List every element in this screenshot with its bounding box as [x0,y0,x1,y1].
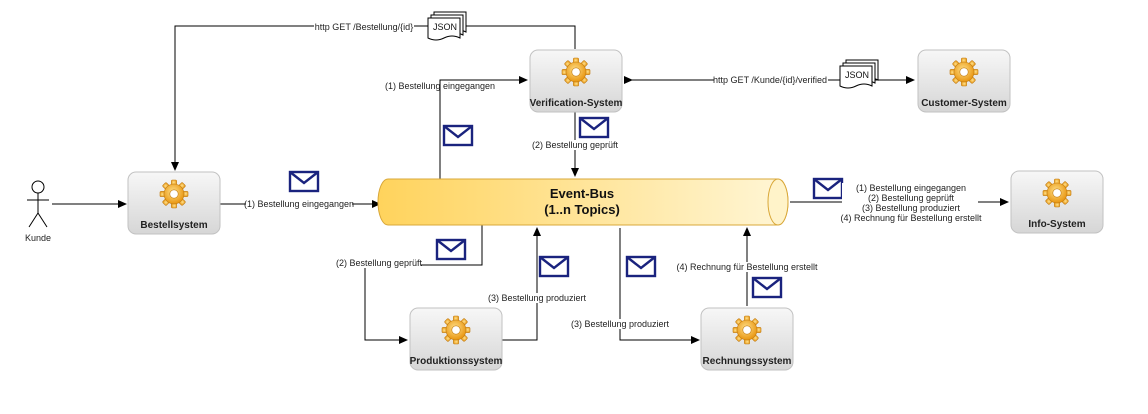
envelope-icon [812,177,844,200]
node-produktionssystem[interactable]: Produktionssystem [409,307,503,371]
gear-icon [561,57,591,87]
label-produktion-bus: (3) Bestellung produziert [488,293,587,303]
edge-labels: http GET /Bestellung/{id} http GET /Kund… [244,22,982,329]
json-label: JSON [433,22,457,32]
label-verification-bus: (2) Bestellung geprüft [532,140,619,150]
label-http-kunde: http GET /Kunde/{id}/verified [713,75,827,85]
envelope-icon [751,276,783,299]
edge-http-bestellung [171,25,576,171]
gear-icon [949,57,979,87]
json-label: JSON [845,70,869,80]
event-bus-subtitle: (1..n Topics) [544,202,620,217]
node-rechnungssystem[interactable]: Rechnungssystem [700,307,794,371]
envelope-icon [625,255,657,278]
json-document-icon: JSON [427,11,467,41]
envelope-icon [442,124,474,147]
label-bus-info-3: (3) Bestellung produziert [862,203,961,213]
label-bus-produktion: (2) Bestellung geprüft [336,258,423,268]
node-info-system[interactable]: Info-System [1010,170,1104,234]
node-label: Info-System [1028,219,1085,230]
label-bus-info-2: (2) Bestellung geprüft [868,193,955,203]
label-rechnung-bus: (4) Rechnung für Bestellung erstellt [676,262,818,272]
edge-bus-verification [439,76,528,180]
envelope-icon [578,116,610,139]
gear-icon [1042,178,1072,208]
node-label: Produktionssystem [410,356,503,367]
edge-bus-rechnung [619,228,700,344]
edge-produktion-bus [502,227,541,341]
label-http-bestellung: http GET /Bestellung/{id} [315,22,413,32]
event-bus[interactable]: Event-Bus (1..n Topics) [377,178,789,226]
gear-icon [159,179,189,209]
actor-kunde[interactable]: Kunde [25,180,51,243]
node-label: Verification-System [530,98,623,109]
label-bus-rechnung: (3) Bestellung produziert [571,319,670,329]
label-bus-info-1: (1) Bestellung eingegangen [856,183,966,193]
label-bus-info-4: (4) Rechnung für Bestellung erstellt [840,213,982,223]
event-bus-title: Event-Bus [550,186,614,201]
gear-icon [441,315,471,345]
envelope-icon [435,238,467,261]
envelope-icon [288,170,320,193]
node-label: Bestellsystem [140,220,207,231]
label-bus-verification: (1) Bestellung eingegangen [385,81,495,91]
node-label: Customer-System [921,98,1007,109]
stick-figure-icon [27,180,49,228]
envelope-icon [538,255,570,278]
node-verification-system[interactable]: Verification-System [529,49,623,113]
json-document-icon: JSON [839,59,879,89]
actor-label: Kunde [25,233,51,243]
node-customer-system[interactable]: Customer-System [917,49,1011,113]
label-bestell-bus: (1) Bestellung eingegangen [244,199,354,209]
gear-icon [732,315,762,345]
node-label: Rechnungssystem [703,356,792,367]
node-bestellsystem[interactable]: Bestellsystem [127,171,221,235]
